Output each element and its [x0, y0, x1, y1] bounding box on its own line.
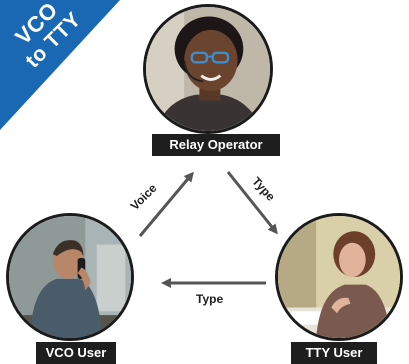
corner-banner: VCO to TTY [0, 0, 120, 130]
vco-user-photo [6, 213, 134, 341]
edge-label-type-tty-vco: Type [196, 292, 224, 306]
arrow-type-right [226, 171, 278, 235]
tty-user-label: TTY User [291, 342, 377, 364]
arrow-voice [138, 171, 194, 237]
tty-user-photo [275, 213, 403, 341]
relay-operator-photo [143, 4, 273, 134]
banner-triangle [0, 0, 120, 130]
vco-user-label: VCO User [36, 342, 116, 364]
relay-operator-label: Relay Operator [152, 134, 280, 156]
